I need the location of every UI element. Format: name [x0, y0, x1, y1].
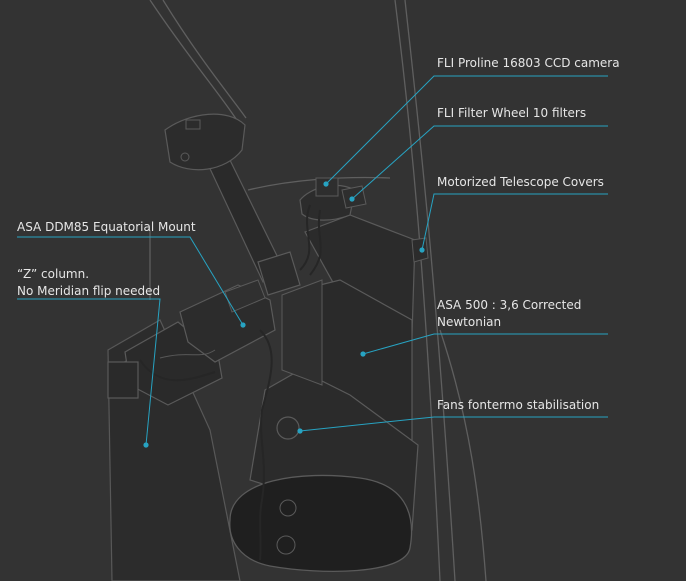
dot-column: [143, 442, 149, 448]
leader-camera: [325, 75, 608, 185]
dot-covers: [419, 247, 425, 253]
label-covers: Motorized Telescope Covers: [437, 175, 604, 189]
dot-filter-wheel: [349, 196, 355, 202]
cables: [139, 204, 322, 561]
leader-covers: [421, 193, 608, 251]
label-column-line1: “Z” column.: [17, 267, 90, 281]
label-telescope: ASA 500 : 3,6 Corrected Newtonian: [437, 297, 581, 331]
label-camera: FLI Proline 16803 CCD camera: [437, 56, 620, 70]
leader-dots: [143, 181, 425, 448]
label-telescope-line2: Newtonian: [437, 315, 502, 329]
equatorial-mount: [107, 279, 276, 406]
leader-filter-wheel: [351, 125, 608, 200]
label-mount: ASA DDM85 Equatorial Mount: [17, 220, 196, 234]
leader-lines: [17, 75, 608, 446]
label-filter-wheel: FLI Filter Wheel 10 filters: [437, 106, 587, 120]
label-telescope-line1: ASA 500 : 3,6 Corrected: [437, 298, 582, 312]
camera-assembly: [299, 177, 367, 221]
leader-fans: [299, 416, 608, 432]
dot-camera: [323, 181, 329, 187]
dot-fans: [297, 428, 303, 434]
dot-telescope: [360, 351, 366, 357]
counterweight: [164, 113, 301, 296]
label-column-line2: No Meridian flip needed: [17, 284, 161, 298]
leader-mount: [17, 236, 244, 326]
telescope-tube: [229, 214, 419, 573]
leader-telescope: [362, 333, 608, 355]
label-fans: Fans fontermo stabilisation: [437, 398, 600, 412]
label-column: “Z” column. No Meridian flip needed: [17, 266, 160, 300]
dot-mount: [240, 322, 246, 328]
leader-column: [17, 298, 161, 446]
